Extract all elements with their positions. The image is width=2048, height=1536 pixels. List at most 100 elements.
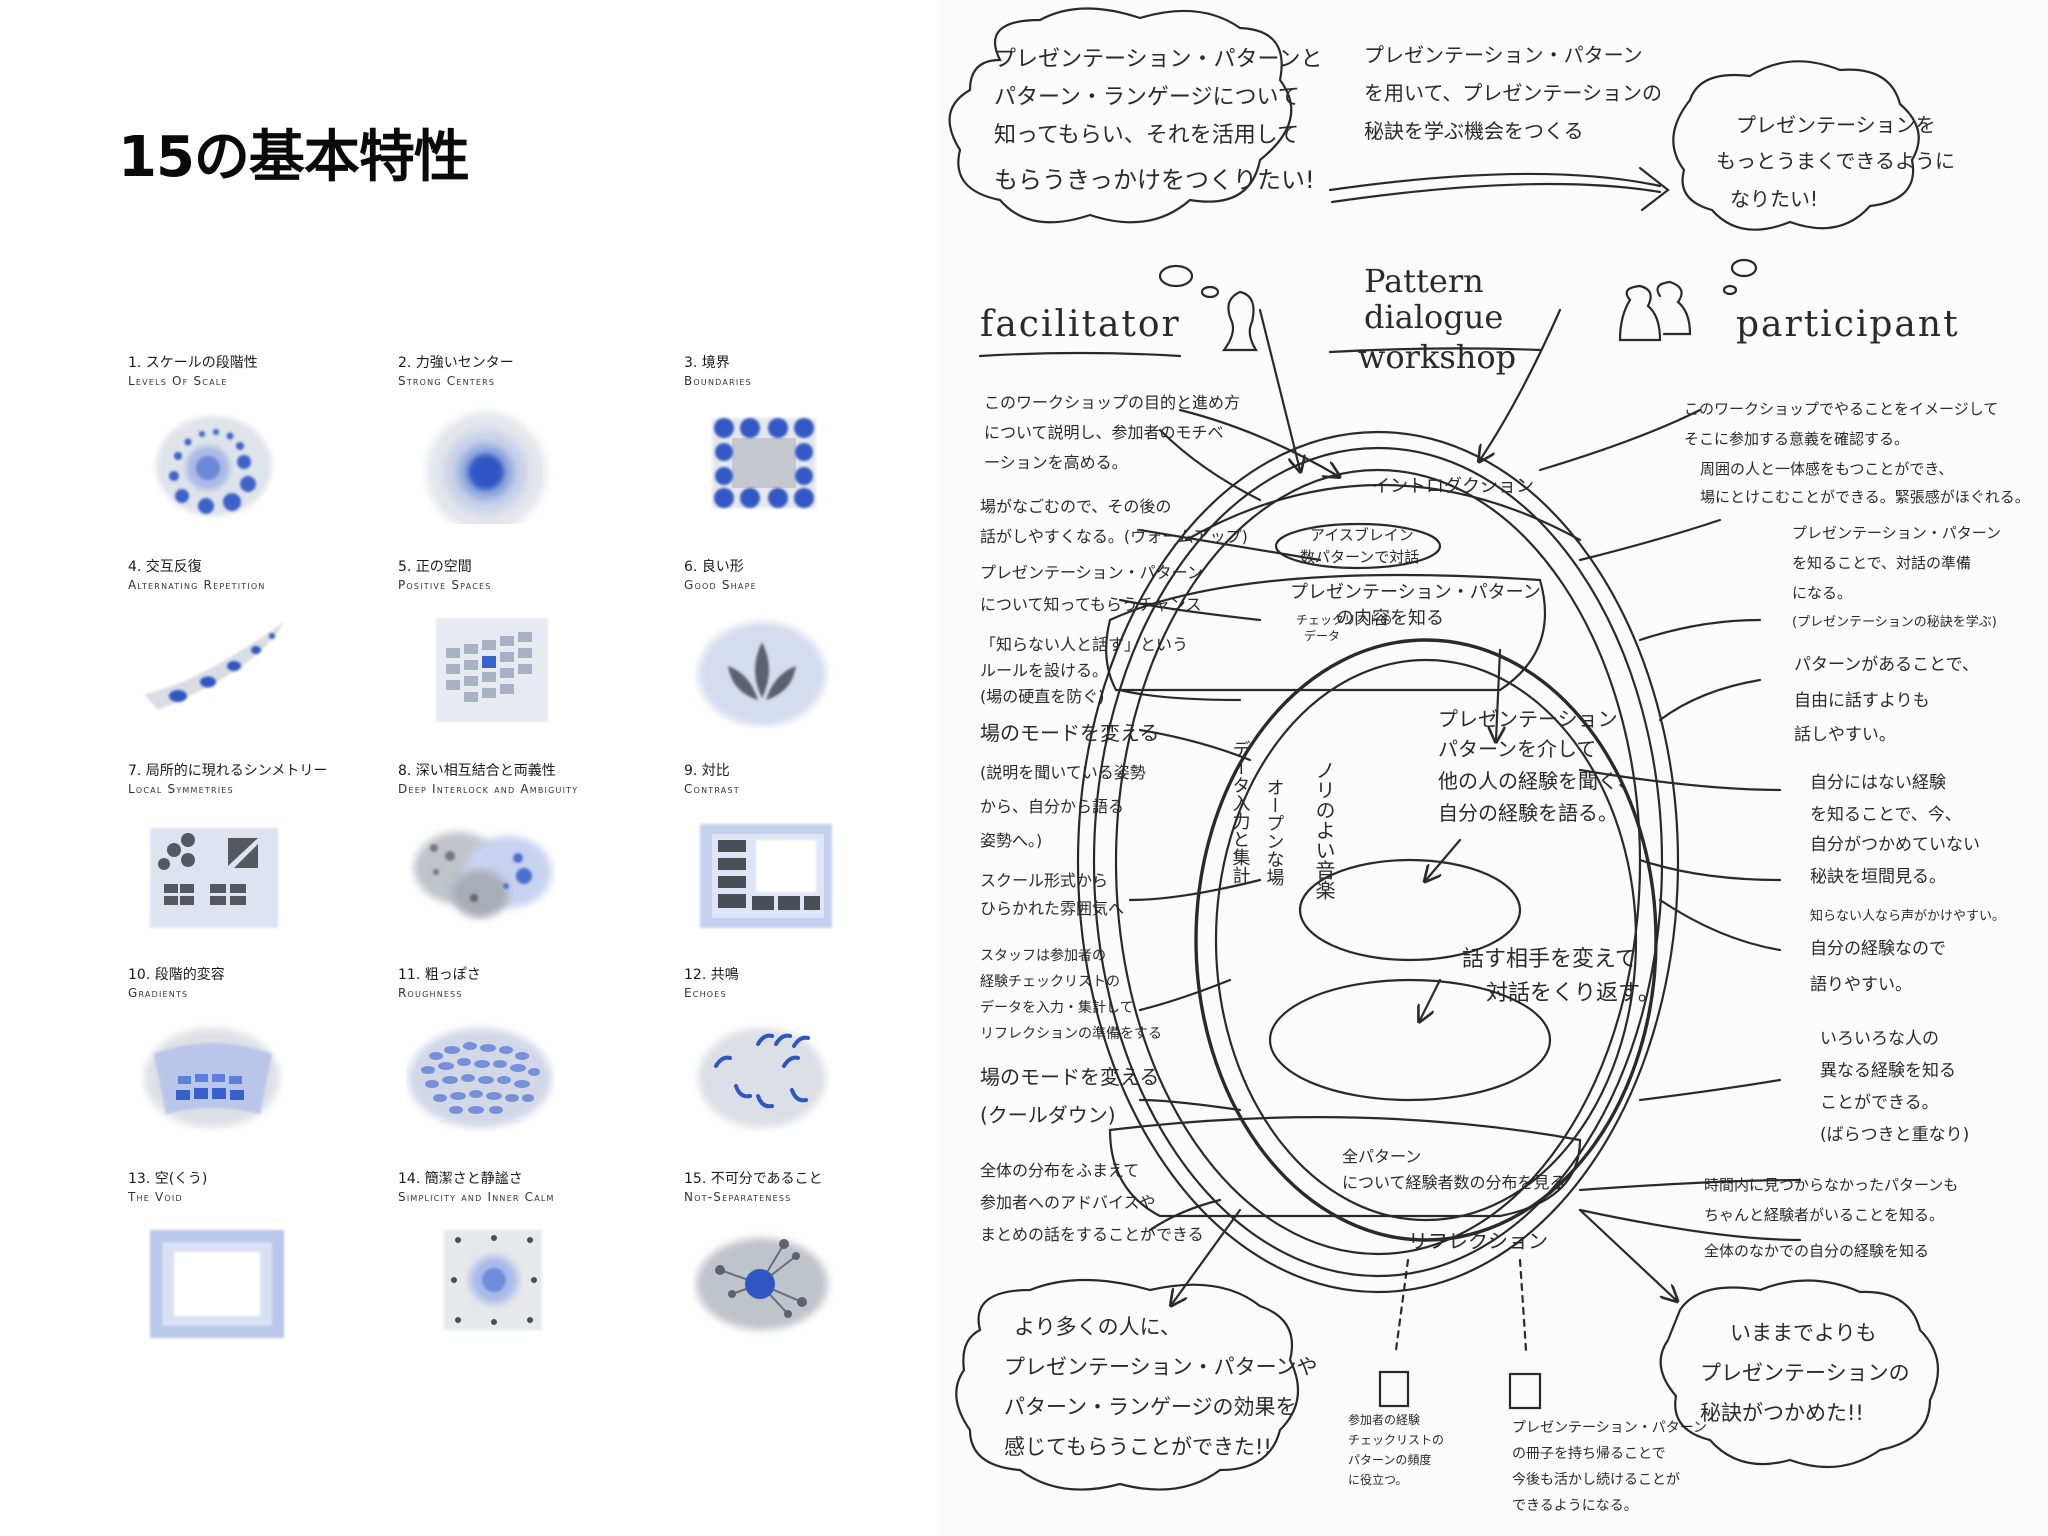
left-note-3: プレゼンテーション・パターンについて知ってもらうチャンス	[980, 563, 1203, 614]
property-title-en: Good Shape	[684, 578, 757, 592]
workshop-sketch: プレゼンテーション・パターンと パターン・ランゲージについて 知ってもらい、それ…	[948, 7, 2030, 1514]
gradients-icon	[144, 1028, 280, 1128]
center-title: Pattern dialogue workshop	[1358, 262, 1516, 376]
arrow-text: プレゼンテーション・パターン を用いて、プレゼンテーションの 秘訣を学ぶ機会をつ…	[1364, 43, 1668, 143]
right-note-8: いろいろな人の異なる経験を知ることができる。(ばらつきと重なり)	[1820, 1029, 1969, 1145]
property-not-separateness: 15. 不可分であること Not-Separateness	[684, 1168, 924, 1358]
property-title-en: Gradients	[128, 986, 189, 1000]
property-contrast: 9. 対比 Contrast	[684, 760, 924, 950]
people-icon	[1618, 280, 1692, 342]
left-note-4: 「知らない人と話す」というルールを設ける。(場の硬直を防ぐ)	[980, 635, 1188, 706]
right-note-2: 周囲の人と一体感をもつことができ、場にとけこむことができる。緊張感がほぐれる。	[1700, 460, 2030, 506]
icebreak-label: アイスブレイン 数パターンで対話	[1300, 526, 1419, 566]
property-title-jp: 4. 交互反復	[128, 559, 202, 575]
left-note-1: このワークショップの目的と進め方について説明し、参加者のモチベーションを高める。	[984, 393, 1240, 472]
facilitator-label: facilitator	[980, 304, 1181, 345]
document-icon-right	[1508, 1372, 1542, 1410]
property-title-jp: 14. 簡潔さと静謐さ	[398, 1171, 523, 1187]
page-title: 15の基本特性	[118, 125, 470, 190]
cloud-bottom-right-text: いままでよりも プレゼンテーションの 秘訣がつかめた!!	[1700, 1321, 1916, 1425]
cloud-left-text: プレゼンテーション・パターンと パターン・ランゲージについて 知ってもらい、それ…	[994, 47, 1329, 194]
property-echoes: 12. 共鳴 Echoes	[684, 964, 924, 1154]
participant-label: participant	[1736, 304, 1960, 345]
right-note-6: 知らない人なら声がかけやすい。	[1810, 908, 2005, 924]
top-arrow	[1328, 172, 1662, 192]
left-page: 15の基本特性 1. スケールの段階性 Levels Of Scale 2. 力…	[0, 0, 940, 1536]
keyhole-icon	[1221, 290, 1258, 352]
repeat-label: 話す相手を変えて 対話をくり返す。	[1462, 947, 1660, 1006]
left-note-7: スタッフは参加者の経験チェックリストのデータを入力・集計してリフレクションの準備…	[980, 947, 1162, 1042]
egg-outer	[1076, 430, 1680, 1294]
cloud-bottom-left	[955, 1278, 1300, 1491]
property-title-en: Deep Interlock and Ambiguity	[398, 782, 579, 796]
property-title-en: Local Symmetries	[128, 782, 234, 796]
right-note-3: プレゼンテーション・パターンを知ることで、対話の準備になる。(プレゼンテーション…	[1792, 524, 2001, 630]
intro-label: イントロダクション	[1372, 476, 1534, 497]
vertical-open-space: オープンな場	[1264, 778, 1285, 887]
contrast-icon	[700, 824, 832, 928]
property-title-jp: 13. 空(くう)	[128, 1171, 208, 1187]
property-strong-centers: 2. 力強いセンター Strong Centers	[398, 352, 638, 542]
property-local-symmetries: 7. 局所的に現れるシンメトリー Local Symmetries	[128, 760, 368, 950]
levels-of-scale-icon	[156, 416, 272, 516]
boundaries-icon	[712, 418, 816, 508]
left-note-5: 場のモードを変える(説明を聞いている姿勢から、自分から語る姿勢へ。)	[980, 721, 1159, 850]
property-boundaries: 3. 境界 Boundaries	[684, 352, 924, 542]
property-levels-of-scale: 1. スケールの段階性 Levels Of Scale	[128, 352, 368, 542]
property-gradients: 10. 段階的変容 Gradients	[128, 964, 368, 1154]
all-patterns-label: 全パターン について経験者数の分布を見る	[1342, 1147, 1566, 1192]
content-label: プレゼンテーション・パターン の内容を知る	[1290, 582, 1546, 629]
property-positive-spaces: 5. 正の空間 Positive Spaces	[398, 556, 638, 746]
roughness-icon	[408, 1028, 552, 1128]
doc-right-text: プレゼンテーション・パターン の冊子を持ち帰ることで 今後も活かし続けることが …	[1512, 1420, 1711, 1514]
property-title-en: Roughness	[398, 986, 463, 1000]
property-good-shape: 6. 良い形 Good Shape	[684, 556, 924, 746]
right-note-9: 時間内に見つからなかったパターンもちゃんと経験者がいることを知る。	[1704, 1176, 1958, 1224]
property-title-en: The Void	[128, 1190, 183, 1204]
property-title-en: Boundaries	[684, 374, 752, 388]
property-title-en: Simplicity and Inner Calm	[398, 1190, 555, 1204]
property-title-jp: 5. 正の空間	[398, 559, 472, 575]
right-note-10: 全体のなかでの自分の経験を知る	[1704, 1242, 1929, 1260]
deep-interlock-icon	[414, 832, 552, 918]
property-title-jp: 7. 局所的に現れるシンメトリー	[128, 763, 328, 779]
right-page-sketch: プレゼンテーション・パターンと パターン・ランゲージについて 知ってもらい、それ…	[940, 0, 2048, 1536]
reflection-label: リフレクション	[1408, 1229, 1548, 1253]
property-title-jp: 1. スケールの段階性	[128, 355, 258, 371]
property-roughness: 11. 粗っぽさ Roughness	[398, 964, 638, 1154]
property-title-jp: 15. 不可分であること	[684, 1171, 823, 1187]
right-note-1: このワークショップでやることをイメージしてそこに参加する意義を確認する。	[1684, 400, 1998, 448]
right-note-4: パターンがあることで、自由に話すよりも話しやすい。	[1794, 655, 1979, 745]
doc-left-text: 参加者の経験 チェックリストの パターンの頻度 に役立つ。	[1348, 1412, 1448, 1487]
property-title-en: Contrast	[684, 782, 740, 796]
vertical-music: ノリのよい音楽	[1312, 760, 1336, 900]
checklist-label: チェックリストの データ	[1296, 613, 1396, 643]
property-title-en: Levels Of Scale	[128, 374, 228, 388]
cloud-bottom-left-text: より多くの人に、 プレゼンテーション・パターンや パターン・ランゲージの効果を …	[1004, 1315, 1324, 1459]
cloud-right-text: プレゼンテーションを もっとうまくできるように なりたい!	[1716, 113, 1961, 211]
echoes-icon	[698, 1028, 826, 1128]
icebreak-ellipse	[1274, 522, 1442, 570]
property-title-en: Not-Separateness	[684, 1190, 792, 1204]
good-shape-icon	[698, 622, 826, 726]
property-title-jp: 8. 深い相互結合と両義性	[398, 763, 556, 779]
cloud-bottom-right	[1659, 1279, 1940, 1469]
property-title-jp: 11. 粗っぽさ	[398, 967, 481, 983]
property-title-jp: 6. 良い形	[684, 559, 744, 575]
property-title-jp: 9. 対比	[684, 763, 730, 779]
property-title-jp: 10. 段階的変容	[128, 967, 225, 983]
property-title-jp: 12. 共鳴	[684, 967, 739, 983]
right-note-5: 自分にはない経験を知ることで、今、自分がつかめていない秘訣を垣間見る。	[1810, 773, 1980, 887]
property-simplicity: 14. 簡潔さと静謐さ Simplicity and Inner Calm	[398, 1168, 638, 1358]
property-deep-interlock: 8. 深い相互結合と両義性 Deep Interlock and Ambigui…	[398, 760, 638, 950]
property-title-en: Strong Centers	[398, 374, 496, 388]
property-title-en: Echoes	[684, 986, 727, 1000]
local-symmetries-icon	[150, 828, 278, 928]
property-title-jp: 2. 力強いセンター	[398, 355, 514, 371]
strong-centers-icon	[426, 412, 546, 524]
document-icon-left	[1378, 1370, 1410, 1408]
simplicity-icon	[444, 1230, 542, 1330]
cloud-right-outline	[1672, 60, 1920, 231]
vertical-data-entry: データ入力と集計	[1230, 740, 1251, 884]
property-alternating-repetition: 4. 交互反復 Alternating Repetition	[128, 556, 368, 746]
